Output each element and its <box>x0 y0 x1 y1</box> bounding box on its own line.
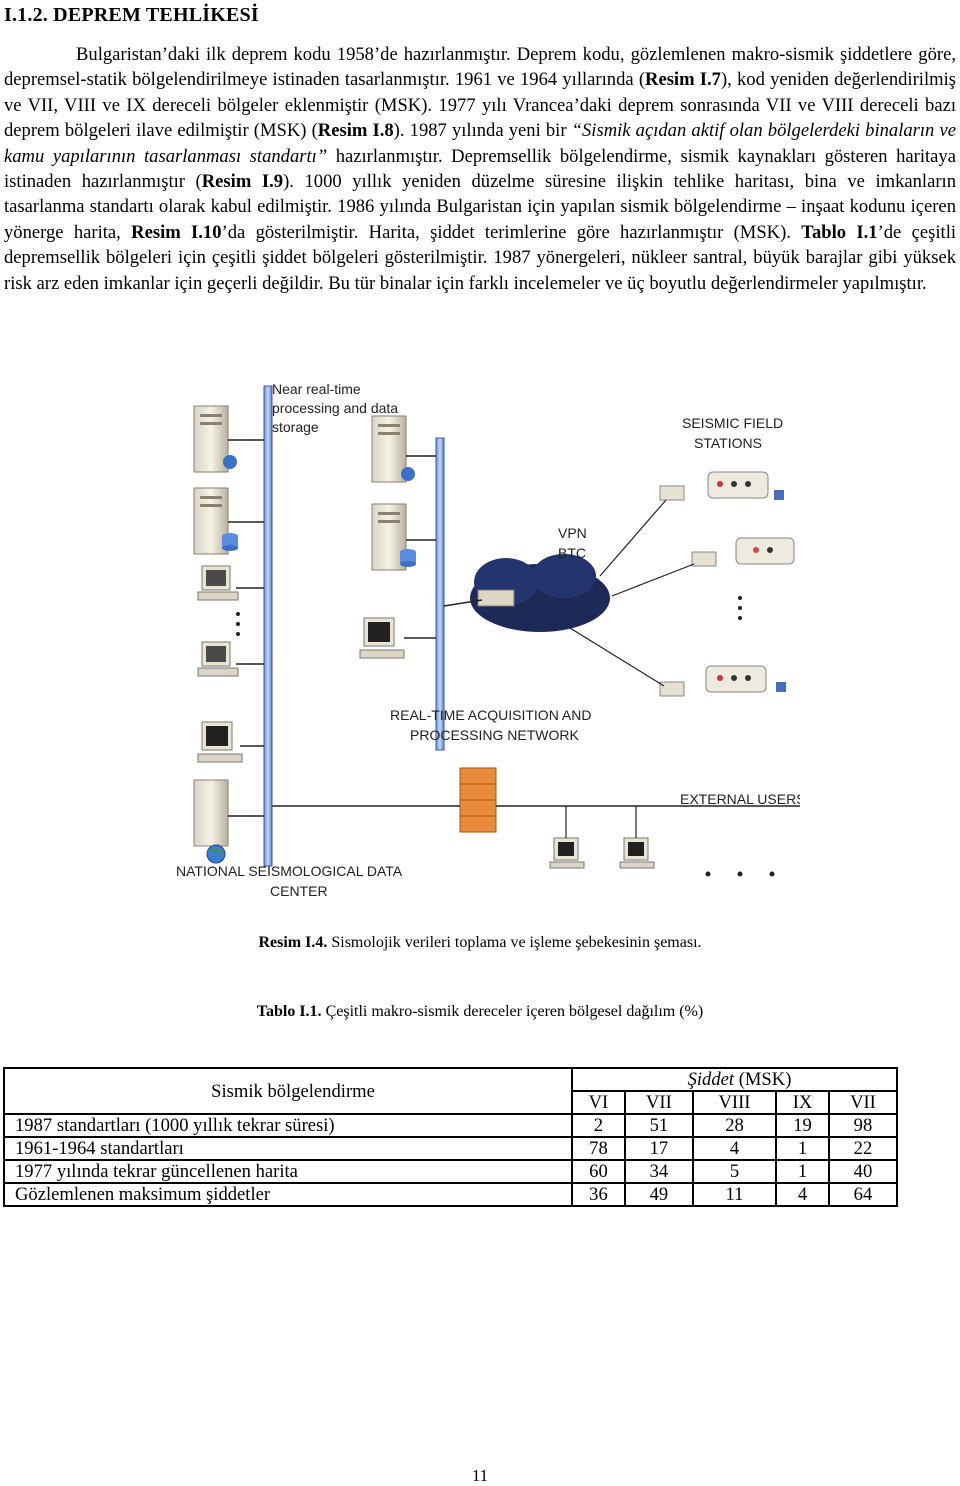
ellipsis-dots <box>236 612 240 636</box>
table-cell: 34 <box>623 1159 694 1184</box>
right-bus <box>435 437 445 751</box>
table-row: 1987 standartları (1000 yıllık tekrar sü… <box>3 1113 899 1138</box>
row-label: 1987 standartları (1000 yıllık tekrar sü… <box>3 1113 573 1138</box>
row-label: 1977 yılında tekrar güncellenen harita <box>3 1159 573 1184</box>
ellipsis-dots <box>738 596 742 620</box>
vpn-label: VPN BTC <box>558 525 591 561</box>
user-terminal-icon <box>549 806 585 869</box>
table-cell: 1 <box>775 1136 830 1161</box>
workstation-icon <box>197 565 264 601</box>
server-icon <box>193 405 264 473</box>
row-label: 1961-1964 standartları <box>3 1136 573 1161</box>
globe-server-icon <box>193 779 264 864</box>
table-cell: 60 <box>571 1159 626 1184</box>
table-cell: 28 <box>691 1113 778 1138</box>
field-station-icon <box>569 627 786 697</box>
server-icon <box>371 415 436 483</box>
column-header: IX <box>775 1090 830 1115</box>
terminal-icon <box>359 617 436 659</box>
table-cell: 4 <box>691 1136 778 1161</box>
workstation-icon <box>197 641 264 677</box>
table-cell: 17 <box>623 1136 694 1161</box>
table-cell: 5 <box>691 1159 778 1184</box>
row-label: Gözlemlenen maksimum şiddetler <box>3 1182 573 1207</box>
field-station-icon <box>611 537 795 597</box>
page-number: 11 <box>471 1466 489 1485</box>
table-row: Gözlemlenen maksimum şiddetler 36 49 11 … <box>3 1182 899 1207</box>
table-cell: 2 <box>571 1113 626 1138</box>
table-cell: 36 <box>571 1182 626 1207</box>
table-cell: 1 <box>775 1159 830 1184</box>
row-header: Sismik bölgelendirme <box>3 1067 573 1115</box>
intensity-table: Sismik bölgelendirme Şiddet (MSK) VI VII… <box>3 1067 899 1207</box>
external-users-label: EXTERNAL USERS <box>680 791 800 807</box>
table-cell: 4 <box>775 1182 830 1207</box>
column-header: VIII <box>691 1090 778 1115</box>
table-cell: 22 <box>827 1136 899 1161</box>
body-paragraph: Bulgaristan’daki ilk deprem kodu 1958’de… <box>4 44 957 294</box>
figure-caption: Resim I.4. Sismolojik verileri toplama v… <box>258 934 702 951</box>
network-label: REAL-TIME ACQUISITION AND PROCESSING NET… <box>390 707 595 743</box>
firewall-icon <box>272 767 800 833</box>
table-cell: 19 <box>775 1113 830 1138</box>
ellipsis-dots <box>705 871 775 877</box>
column-header: VII <box>623 1090 694 1115</box>
database-server-icon <box>193 487 264 555</box>
field-station-icon <box>599 471 784 577</box>
column-header: VI <box>571 1090 626 1115</box>
storage-label: Near real-time processing and data stora… <box>272 381 402 435</box>
table-cell: 78 <box>571 1136 626 1161</box>
table-cell: 64 <box>827 1182 899 1207</box>
network-diagram: Near real-time processing and data stora… <box>176 381 800 899</box>
terminal-icon <box>197 721 264 763</box>
table-cell: 49 <box>623 1182 694 1207</box>
table-cell: 98 <box>827 1113 899 1138</box>
table-caption: Tablo I.1. Çeşitli makro-sismik derecele… <box>256 1003 704 1020</box>
column-header: VII <box>827 1090 899 1115</box>
data-center-label: NATIONAL SEISMOLOGICAL DATA CENTER <box>176 863 405 899</box>
table-cell: 51 <box>623 1113 694 1138</box>
section-heading: I.1.2. DEPREM TEHLİKESİ <box>4 4 259 26</box>
table-cell: 11 <box>691 1182 778 1207</box>
table-row: 1961-1964 standartları 78 17 4 1 22 <box>3 1136 899 1161</box>
vpn-cloud-icon <box>443 554 610 632</box>
table-cell: 40 <box>827 1159 899 1184</box>
left-bus <box>263 385 273 867</box>
field-stations-label: SEISMIC FIELD STATIONS <box>682 415 787 451</box>
group-header: Şiddet (MSK) <box>571 1067 898 1092</box>
user-terminal-icon <box>619 806 655 869</box>
table-row: 1977 yılında tekrar güncellenen harita 6… <box>3 1159 899 1184</box>
database-server-icon <box>371 503 436 571</box>
